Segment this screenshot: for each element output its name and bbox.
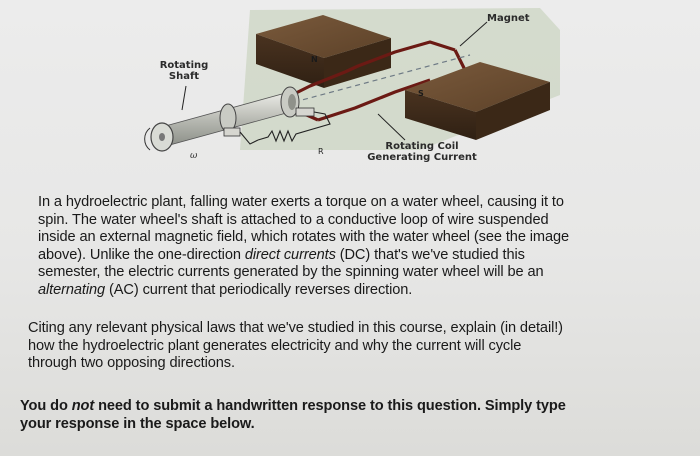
not-emphasis: not xyxy=(71,398,95,414)
resistor-label: R xyxy=(318,147,324,156)
direct-currents-term: direct currents xyxy=(244,246,336,263)
question-line-3: through two opposing directions. xyxy=(28,355,235,372)
intro-line-3: inside an external magnetic field, which… xyxy=(38,229,570,246)
rotating-shaft-label: Rotating Shaft xyxy=(159,60,209,82)
question-line-2: how the hydroelectric plant generates el… xyxy=(28,337,522,354)
intro-line-5: semester, the electric currents generate… xyxy=(38,264,544,281)
question-line-1: Citing any relevant physical laws that w… xyxy=(28,320,563,336)
coil-callout-line xyxy=(377,113,406,141)
intro-line-4: above). Unlike the one-direction direct … xyxy=(38,246,525,263)
generator-diagram: N S xyxy=(0,0,700,190)
magnet-callout-line xyxy=(459,21,488,47)
shaft-callout-line xyxy=(181,85,187,111)
alternating-term: alternating xyxy=(38,281,106,298)
question-paragraph: Citing any relevant physical laws that w… xyxy=(28,320,688,373)
intro-line-2: spin. The water wheel's shaft is attache… xyxy=(38,211,549,228)
instructions-paragraph: You do not need to submit a handwritten … xyxy=(20,398,690,433)
omega-label: ω xyxy=(190,151,198,161)
external-circuit xyxy=(239,111,331,145)
instructions-line-2: your response in the space below. xyxy=(20,415,255,432)
intro-line-6: alternating (AC) current that periodical… xyxy=(38,281,413,298)
rotating-shaft xyxy=(150,86,315,152)
magnet-south-block: S xyxy=(405,62,550,140)
instructions-line-1: You do not need to submit a handwritten … xyxy=(20,398,566,414)
south-pole-label: S xyxy=(418,89,424,98)
magnet-label: Magnet xyxy=(487,13,530,24)
magnet-north-block: N xyxy=(256,15,391,88)
intro-paragraph: In a hydroelectric plant, falling water … xyxy=(38,194,678,300)
rotating-coil-label: Rotating Coil Generating Current xyxy=(367,141,477,163)
north-pole-label: N xyxy=(311,55,318,64)
rotation-arrow-icon xyxy=(144,127,151,151)
generator-illustration: N S xyxy=(144,8,560,161)
intro-line-1: In a hydroelectric plant, falling water … xyxy=(38,194,564,210)
